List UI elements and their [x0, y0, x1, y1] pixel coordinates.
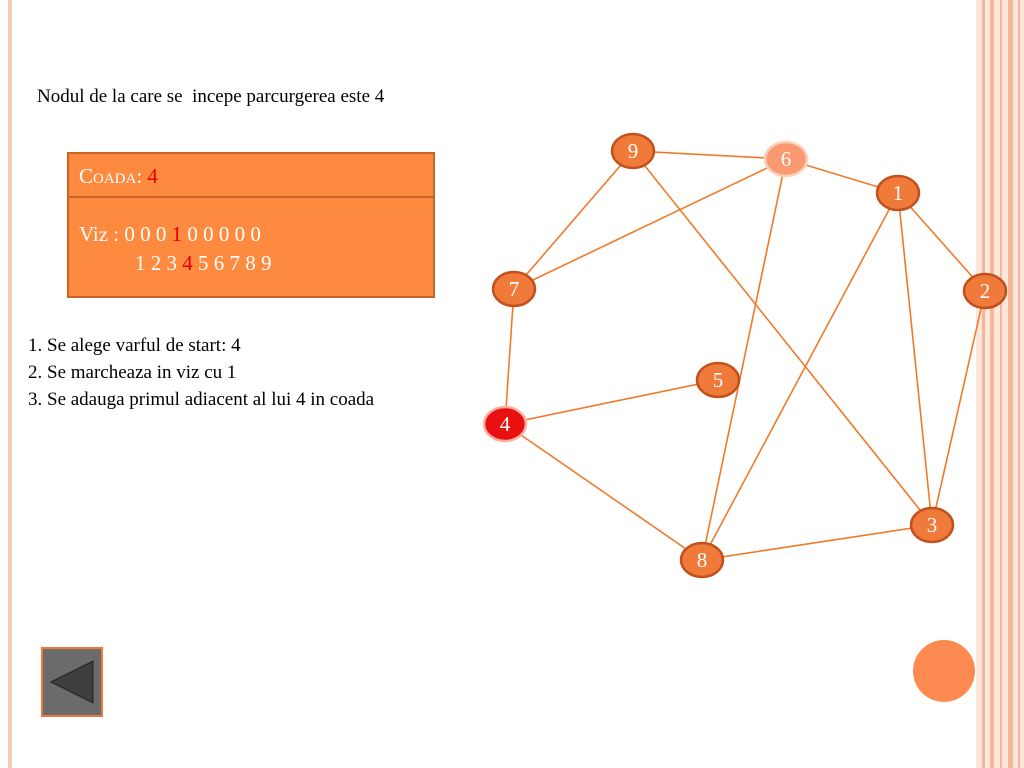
node-4-shape: [482, 405, 528, 443]
visited-value-5: 0: [187, 222, 198, 246]
edge-9-3: [632, 150, 933, 526]
visited-index-8: 8: [245, 251, 256, 275]
visited-index-6: 6: [213, 251, 225, 275]
visited-label: Viz :: [79, 222, 125, 246]
queue-header: Coada: 4: [69, 154, 433, 198]
visited-value-8: 0: [234, 222, 246, 246]
node-1-label: 1: [893, 181, 904, 205]
node-2-shape: [962, 272, 1008, 310]
step-list: 1. Se alege varful de start: 4 2. Se mar…: [28, 332, 458, 413]
node-6-shape: [763, 140, 809, 178]
edge-8-3: [701, 524, 933, 561]
next-button[interactable]: [913, 640, 975, 702]
visited-index-5: 5: [198, 251, 209, 275]
visited-value-4: 1: [171, 222, 183, 246]
node-5: 5: [695, 361, 741, 399]
edge-7-4: [504, 288, 515, 425]
node-2-label: 2: [980, 279, 991, 303]
triangle-left-icon: [49, 660, 94, 704]
node-5-label: 5: [713, 368, 724, 392]
visited-value-6: 0: [203, 222, 214, 246]
node-9-label: 9: [628, 139, 639, 163]
edge-1-2: [897, 192, 986, 292]
node-3-shape: [909, 506, 955, 544]
edge-1-3: [897, 192, 933, 526]
visited-value-3: 0: [155, 222, 167, 246]
visited-value-7: 0: [218, 222, 230, 246]
node-1: 1: [875, 174, 921, 212]
edge-9-6: [632, 150, 787, 160]
visited-values: 0 0 0 1 0 0 0 0 0: [124, 222, 261, 246]
edge-4-5: [504, 379, 719, 425]
queue-panel: Coada: 4 Viz : 0 0 0 1 0 0 0 0 0 1 2 3 4…: [67, 152, 435, 298]
node-9: 9: [610, 132, 656, 170]
visited-indices: 1 2 3 4 5 6 7 8 9: [79, 249, 433, 278]
node-7-label: 7: [509, 277, 520, 301]
visited-index-2: 2: [150, 251, 162, 275]
step-3: 3. Se adauga primul adiacent al lui 4 in…: [28, 389, 375, 410]
node-4-label: 4: [500, 412, 511, 436]
node-8-label: 8: [697, 548, 708, 572]
node-4: 4: [482, 405, 528, 443]
visited-row: Viz : 0 0 0 1 0 0 0 0 0: [79, 220, 433, 249]
node-9-shape: [610, 132, 656, 170]
right-border-decoration: [976, 0, 1024, 768]
back-button[interactable]: [41, 647, 103, 717]
visited-array: Viz : 0 0 0 1 0 0 0 0 0 1 2 3 4 5 6 7 8 …: [69, 198, 433, 278]
visited-index-3: 3: [166, 251, 178, 275]
intro-text: Nodul de la care se incepe parcurgerea e…: [37, 86, 385, 107]
edge-1-8: [701, 192, 899, 561]
node-8-shape: [679, 541, 725, 579]
node-3: 3: [909, 506, 955, 544]
node-5-shape: [695, 361, 741, 399]
node-7-shape: [491, 270, 537, 308]
node-7: 7: [491, 270, 537, 308]
edge-6-7: [513, 158, 787, 290]
visited-value-2: 0: [140, 222, 151, 246]
visited-value-1: 0: [124, 222, 135, 246]
visited-index-4: 4: [182, 251, 193, 275]
queue-title: Coada:: [79, 164, 143, 188]
edge-2-3: [931, 290, 986, 526]
node-3-label: 3: [927, 513, 938, 537]
visited-value-9: 0: [250, 222, 261, 246]
edge-4-8: [504, 423, 703, 561]
edge-9-7: [513, 150, 634, 290]
step-1: 1. Se alege varful de start: 4: [28, 335, 241, 356]
left-border-decoration: [8, 0, 12, 768]
queue-value: 4: [147, 164, 158, 188]
visited-index-9: 9: [261, 251, 272, 275]
node-2: 2: [962, 272, 1008, 310]
node-6: 6: [763, 140, 809, 178]
visited-index-1: 1: [135, 251, 146, 275]
node-6-label: 6: [781, 147, 792, 171]
node-1-shape: [875, 174, 921, 212]
node-8: 8: [679, 541, 725, 579]
visited-index-7: 7: [229, 251, 241, 275]
step-2: 2. Se marcheaza in viz cu 1: [28, 362, 237, 383]
edge-6-8: [701, 158, 787, 561]
